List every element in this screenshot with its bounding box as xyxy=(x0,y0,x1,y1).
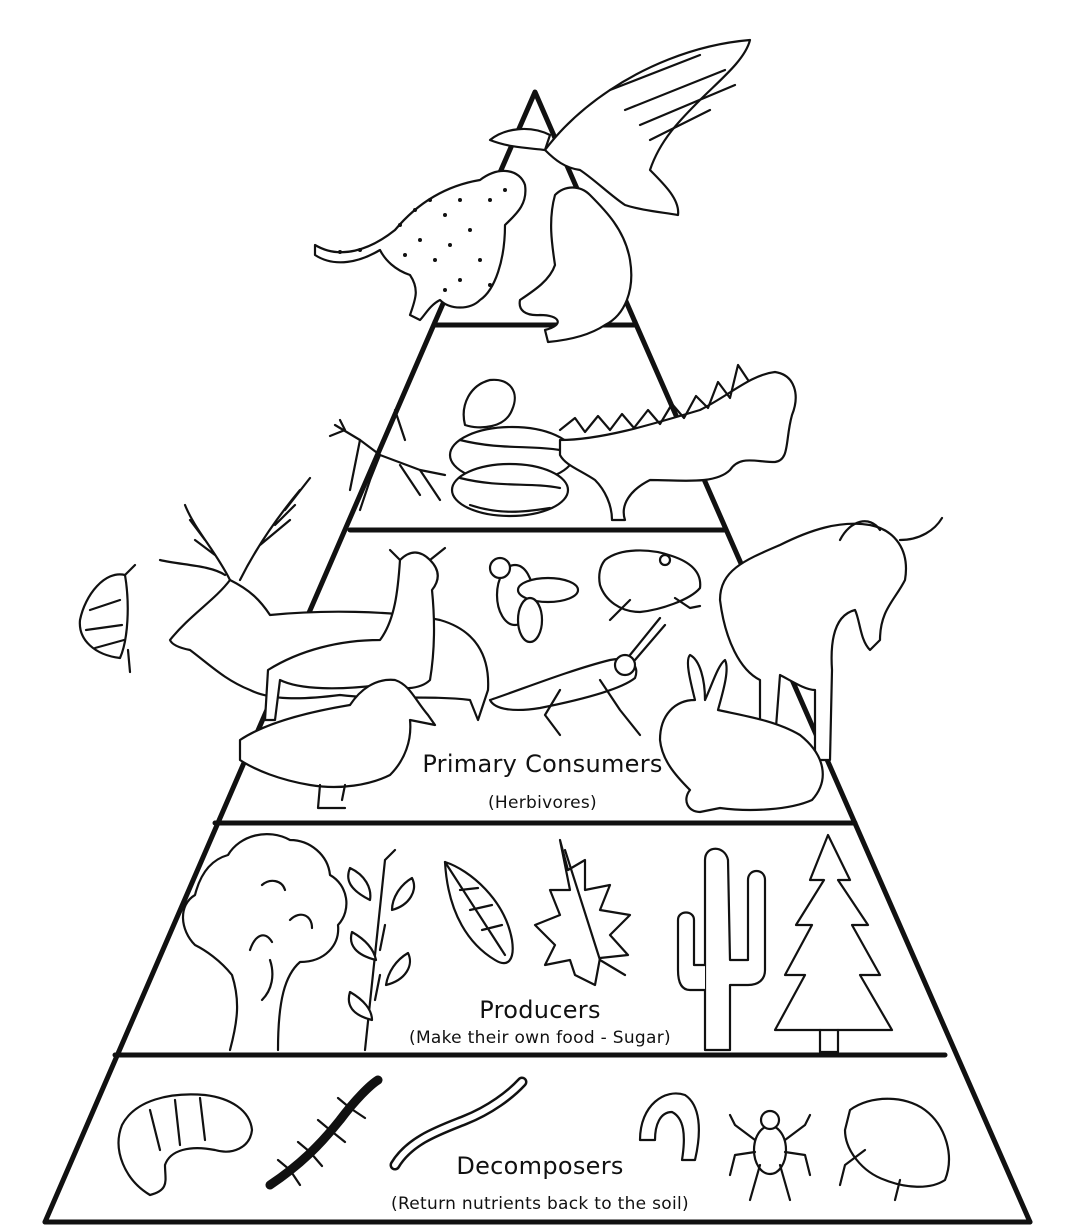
larva-drawing xyxy=(638,1092,700,1162)
pyramid-left-edge xyxy=(42,319,438,1225)
spider-drawing xyxy=(728,1109,812,1202)
level-primary-consumers-note: (Herbivores) xyxy=(487,793,597,813)
mantis-drawing xyxy=(328,408,447,512)
duck-drawing xyxy=(238,678,437,810)
level-producers-note: (Make their own food - Sugar) xyxy=(409,1028,671,1048)
wildebeest-drawing xyxy=(718,516,944,762)
snake-drawing xyxy=(448,378,576,518)
level-producers-title: Producers xyxy=(479,996,601,1024)
rabbit-drawing xyxy=(658,653,824,814)
pine-tree-drawing xyxy=(773,833,894,1054)
iguana-drawing xyxy=(558,363,797,522)
frog-drawing xyxy=(598,549,702,622)
cicada-drawing xyxy=(838,1097,950,1202)
cactus-drawing xyxy=(676,847,767,1052)
earthworm-drawing xyxy=(389,1076,528,1171)
fly-drawing xyxy=(488,556,580,644)
oak-leaf-drawing xyxy=(533,838,632,987)
grasshopper-drawing xyxy=(488,616,667,737)
wolf-drawing xyxy=(518,186,633,344)
eagle-drawing xyxy=(488,38,752,217)
centipede-drawing xyxy=(265,1075,383,1190)
tree-drawing xyxy=(181,833,348,1052)
leaf-drawing xyxy=(443,860,514,965)
level-decomposers-title: Decomposers xyxy=(456,1152,624,1180)
bamboo-drawing xyxy=(347,848,416,1052)
grub-drawing xyxy=(117,1093,254,1197)
pyramid-outline xyxy=(42,89,1033,1225)
butterfly-drawing xyxy=(78,563,137,674)
level-decomposers-note: (Return nutrients back to the soil) xyxy=(391,1194,689,1214)
level-primary-consumers-title: Primary Consumers xyxy=(422,750,663,778)
cheetah-drawing xyxy=(313,169,527,322)
